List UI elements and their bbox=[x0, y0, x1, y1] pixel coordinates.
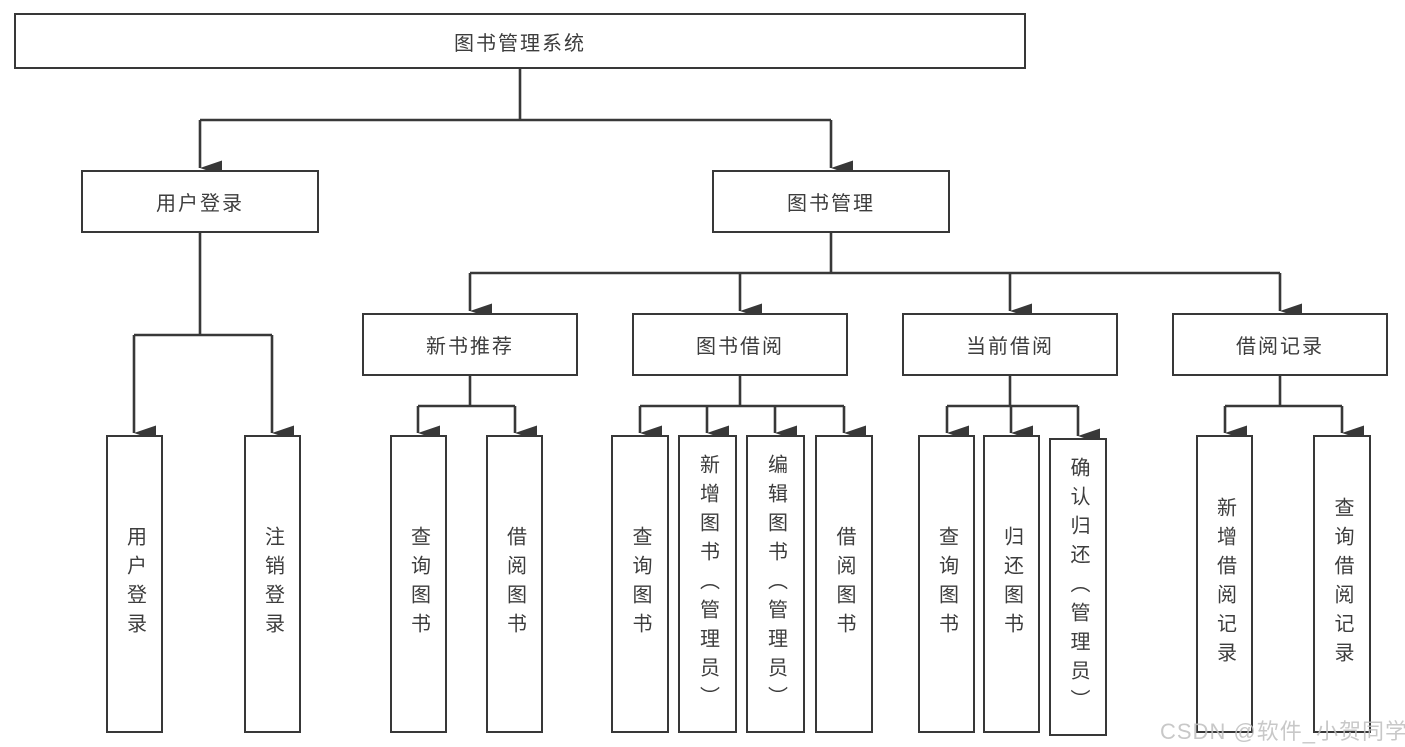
node-label: 新增图书（管理员） bbox=[696, 453, 719, 715]
node-label: 用户登录 bbox=[123, 526, 146, 642]
node-library-management-system: 图书管理系统 bbox=[14, 13, 1026, 69]
leaf-query-books-borrowing: 查询图书 bbox=[611, 435, 669, 733]
node-new-book-recommendation: 新书推荐 bbox=[362, 313, 578, 376]
csdn-watermark: CSDN @软件_小贺同学 bbox=[1160, 719, 1405, 744]
leaf-query-borrow-record: 查询借阅记录 bbox=[1313, 435, 1371, 733]
node-label: 图书管理系统 bbox=[454, 32, 586, 55]
leaf-return-books: 归还图书 bbox=[983, 435, 1040, 733]
leaf-query-books-current: 查询图书 bbox=[918, 435, 975, 733]
leaf-confirm-return-admin: 确认归还（管理员） bbox=[1049, 438, 1107, 736]
node-label: 新增借阅记录 bbox=[1213, 497, 1236, 671]
node-label: 确认归还（管理员） bbox=[1067, 456, 1089, 718]
leaf-borrow-books: 借阅图书 bbox=[815, 435, 873, 733]
leaf-edit-book-admin: 编辑图书（管理员） bbox=[746, 435, 805, 733]
node-label: 新书推荐 bbox=[426, 336, 514, 358]
node-label: 用户登录 bbox=[156, 193, 244, 215]
node-label: 当前借阅 bbox=[966, 336, 1054, 358]
node-label: 注销登录 bbox=[261, 526, 284, 642]
leaf-logout: 注销登录 bbox=[244, 435, 301, 733]
node-label: 查询图书 bbox=[629, 526, 651, 642]
node-label: 查询借阅记录 bbox=[1331, 497, 1353, 671]
node-label: 编辑图书（管理员） bbox=[764, 453, 787, 715]
node-book-borrowing: 图书借阅 bbox=[632, 313, 848, 376]
node-user-login: 用户登录 bbox=[81, 170, 319, 233]
node-label: 查询图书 bbox=[935, 526, 958, 642]
node-book-management: 图书管理 bbox=[712, 170, 950, 233]
node-label: 查询图书 bbox=[407, 526, 430, 642]
leaf-add-book-admin: 新增图书（管理员） bbox=[678, 435, 737, 733]
node-label: 归还图书 bbox=[1000, 526, 1023, 642]
node-label: 借阅记录 bbox=[1236, 336, 1324, 358]
leaf-borrow-books-recommend: 借阅图书 bbox=[486, 435, 543, 733]
leaf-user-login: 用户登录 bbox=[106, 435, 163, 733]
node-label: 图书借阅 bbox=[696, 336, 784, 358]
node-label: 图书管理 bbox=[787, 193, 875, 215]
leaf-add-borrow-record: 新增借阅记录 bbox=[1196, 435, 1253, 733]
node-current-borrowing: 当前借阅 bbox=[902, 313, 1118, 376]
node-label: 借阅图书 bbox=[833, 526, 855, 642]
node-label: 借阅图书 bbox=[503, 526, 526, 642]
node-borrowing-records: 借阅记录 bbox=[1172, 313, 1388, 376]
leaf-query-books-recommend: 查询图书 bbox=[390, 435, 447, 733]
